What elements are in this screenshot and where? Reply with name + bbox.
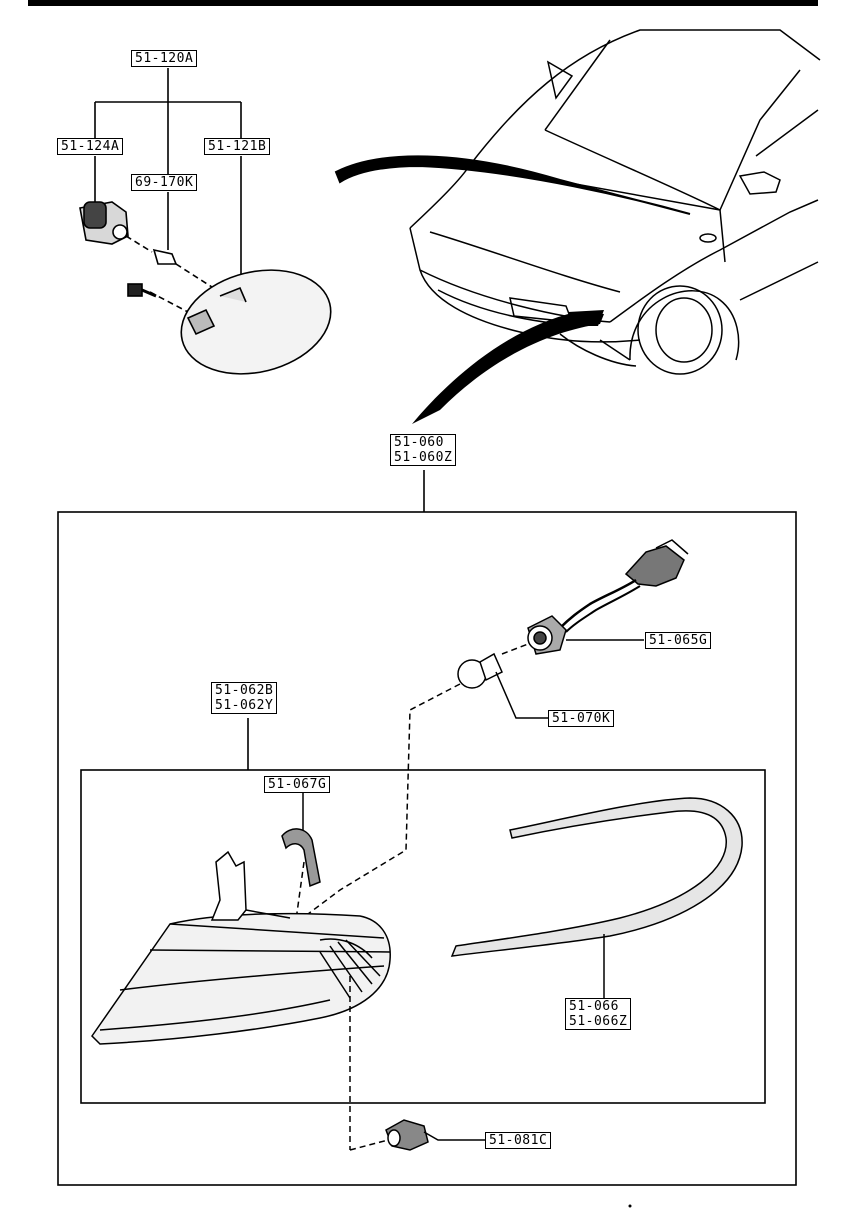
side-marker-group bbox=[79, 68, 332, 375]
assembly-frame bbox=[57, 470, 797, 1186]
callout-gasket: 51-067G bbox=[264, 776, 331, 793]
gasket-part bbox=[281, 793, 321, 921]
car-illustration bbox=[409, 29, 821, 375]
callout-clip: 51-081C bbox=[485, 1132, 552, 1149]
lamp-body-part bbox=[91, 850, 391, 1151]
bulb-part bbox=[299, 643, 548, 921]
callout-side-marker-lens: 51-121B bbox=[204, 138, 271, 155]
callout-side-marker-assembly: 51-120A bbox=[131, 50, 198, 67]
top-border-bar bbox=[28, 0, 818, 6]
callout-socket: 51-065G bbox=[645, 632, 712, 649]
callout-lamp-body: 51-062B 51-062Y bbox=[211, 682, 278, 714]
lamp-molding-part bbox=[450, 797, 743, 998]
clip-part bbox=[385, 1119, 486, 1151]
callout-lamp-molding: 51-066 51-066Z bbox=[565, 998, 632, 1030]
side-marker-screw-part bbox=[127, 283, 157, 298]
callout-front-combination-lamp: 51-060 51-060Z bbox=[390, 434, 457, 466]
stray-dot bbox=[628, 1204, 632, 1208]
callout-side-marker-bulb: 69-170K bbox=[131, 174, 198, 191]
side-marker-lens-part bbox=[180, 269, 332, 375]
callout-bulb: 51-070K bbox=[548, 710, 615, 727]
socket-connector-part bbox=[527, 539, 689, 655]
side-marker-pointer-stroke bbox=[334, 155, 691, 215]
side-marker-socket-part bbox=[79, 201, 129, 245]
callout-side-marker-socket: 51-124A bbox=[57, 138, 124, 155]
side-marker-bulb-part bbox=[152, 248, 178, 265]
front-lamp-highlight bbox=[568, 310, 604, 326]
